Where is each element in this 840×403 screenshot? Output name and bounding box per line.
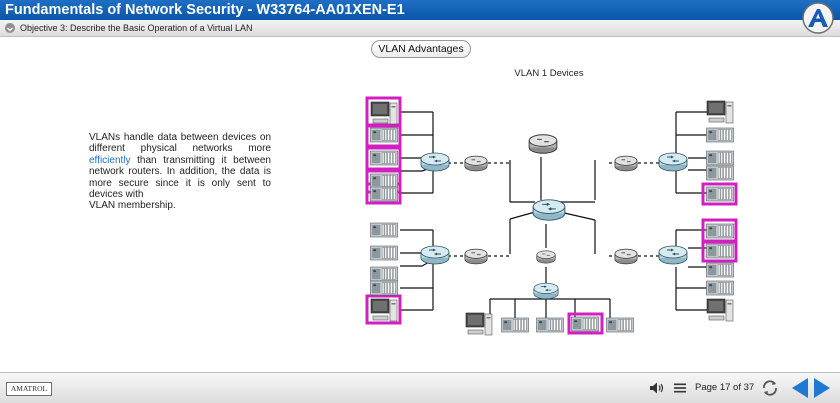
- next-arrow-icon[interactable]: [812, 376, 832, 400]
- prev-arrow-icon[interactable]: [790, 376, 810, 400]
- reload-icon[interactable]: [760, 378, 780, 398]
- course-title: Fundamentals of Network Security - W3376…: [5, 2, 405, 18]
- diagram-title: VLAN 1 Devices: [514, 68, 583, 79]
- objective-label: Objective 3: Describe the Basic Operatio…: [20, 23, 253, 33]
- body-text-1: VLANs handle data between devices on dif…: [89, 132, 271, 155]
- amatrol-logo: AMATROL: [6, 382, 52, 396]
- menu-icon[interactable]: [673, 381, 687, 395]
- speaker-icon[interactable]: [649, 381, 665, 395]
- objective-bar[interactable]: Objective 3: Describe the Basic Operatio…: [0, 20, 840, 37]
- page-indicator: Page 17 of 37: [695, 382, 755, 393]
- network-diagram: VLAN 1 Devices: [365, 68, 738, 336]
- efficiently-term[interactable]: efficiently: [89, 154, 131, 166]
- logo-icon: [802, 2, 834, 34]
- footer-bar: AMATROL Page 17 of 37: [0, 372, 840, 403]
- course-title-bar: Fundamentals of Network Security - W3376…: [0, 0, 840, 20]
- chevron-down-icon[interactable]: [5, 23, 15, 33]
- body-text-3: VLAN membership.: [89, 200, 176, 212]
- body-text-2: than transmitting it between network rou…: [89, 154, 271, 201]
- section-pill: VLAN Advantages: [371, 40, 471, 58]
- body-paragraph: VLANs handle data between devices on dif…: [89, 132, 271, 212]
